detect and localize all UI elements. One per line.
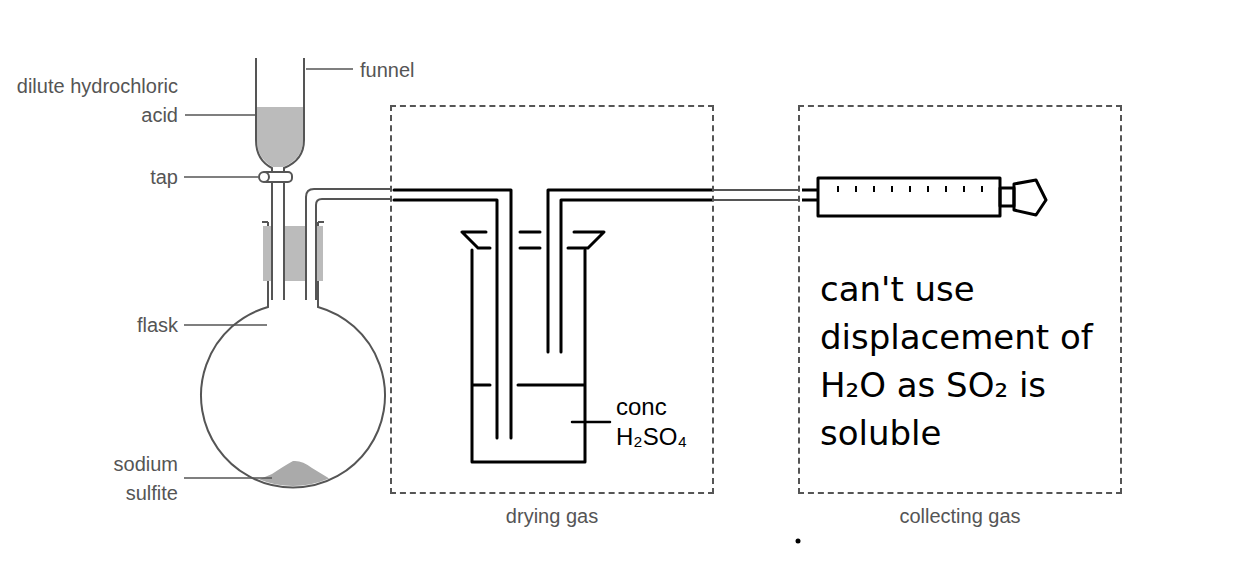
inlet-tube — [394, 190, 511, 438]
stem-bore — [273, 226, 283, 281]
part-label: dilute hydrochloric acid — [10, 72, 178, 130]
syringe-barrel — [818, 178, 1000, 216]
flask-outline — [201, 222, 385, 488]
funnel-acid — [257, 107, 303, 167]
outlet-tube — [548, 190, 712, 352]
bottle-outline — [472, 250, 585, 462]
syringe-plunger — [1000, 188, 1014, 206]
region-heading: collecting gas — [780, 504, 1140, 528]
flask-apparatus — [201, 58, 392, 495]
leader-line — [306, 68, 353, 70]
leader-line — [185, 114, 255, 116]
handwritten-note: can't use displacement of H₂O as SO₂ is … — [820, 265, 1118, 457]
part-label: flask — [110, 311, 178, 340]
gas-syringe — [802, 178, 1046, 216]
region-box: collecting gascan't use displacement of … — [798, 105, 1122, 494]
funnel-stem — [272, 226, 284, 300]
bottle-neck — [462, 232, 604, 248]
reagent-label: conc H₂SO₄ — [616, 392, 708, 452]
part-label: tap — [120, 163, 178, 192]
syringe-graduations — [838, 186, 982, 192]
tap-handle — [259, 172, 269, 182]
flask-lip — [262, 221, 324, 223]
stray-dot — [796, 539, 801, 544]
leader-line — [184, 477, 272, 479]
region-box: drying gas — [390, 105, 714, 494]
gas-tube — [714, 189, 798, 201]
drying-bottle — [394, 190, 712, 462]
leader-line — [572, 421, 610, 424]
syringe-handle — [1014, 180, 1046, 215]
tube-bore — [714, 191, 798, 199]
leader-line — [184, 324, 267, 326]
leader-line — [184, 176, 258, 178]
region-heading: drying gas — [372, 504, 732, 528]
tube-bore — [307, 226, 315, 281]
delivery-tube — [306, 189, 392, 300]
syringe-inlet — [802, 190, 818, 200]
delivery-tube — [316, 199, 392, 300]
part-label: funnel — [360, 56, 450, 85]
part-label: sodium sulfite — [56, 450, 178, 508]
acid-surface — [473, 384, 584, 387]
inlet-tube — [394, 200, 497, 438]
leader-lines — [184, 69, 353, 478]
